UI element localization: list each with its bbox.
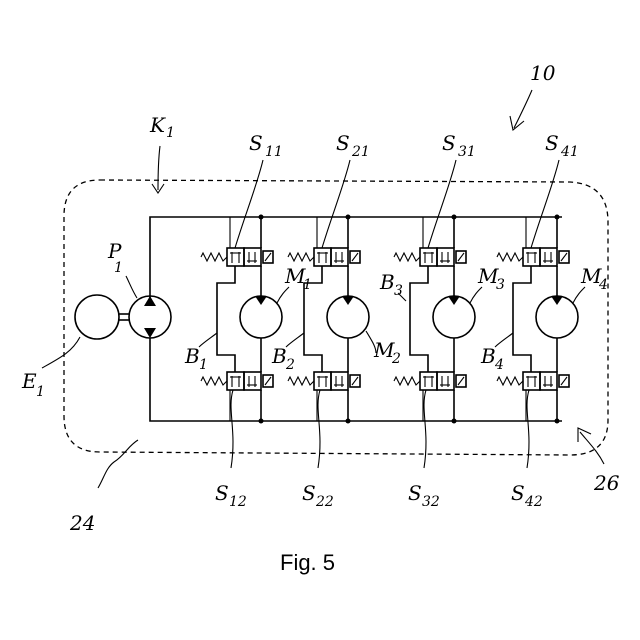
bypass-label-2: B2 [271, 333, 304, 373]
valve-bottom-2 [288, 372, 360, 390]
bypass-label-sub: 2 [285, 357, 295, 373]
bypass-line-1 [217, 266, 235, 372]
valve-bottom-label-sub: 12 [229, 494, 247, 510]
ref-26-text: 26 [593, 471, 620, 495]
system-label-text: 10 [530, 61, 556, 85]
valve-top-label-text: S [545, 131, 559, 155]
motor-label-sub: 2 [391, 351, 401, 367]
bypass-label-4: B4 [480, 333, 513, 373]
valve-bottom-label-text: S [408, 481, 422, 505]
motor-label-4: M4 [573, 264, 608, 303]
motor-column-4: S41S42M4B4 [480, 131, 608, 510]
engine-label-sub: 1 [36, 384, 45, 400]
junction-dot [346, 215, 351, 220]
motor-column-2: S21S22M2B2 [271, 131, 401, 510]
motor-column-3: S31S32M3B3 [379, 131, 505, 510]
valve-bottom-4 [497, 372, 569, 390]
valve-bottom-label-text: S [302, 481, 316, 505]
ref-26-label: 26 [578, 428, 620, 495]
pump-label-sub: 1 [114, 260, 123, 276]
junction-dot [452, 215, 457, 220]
junction-dot [555, 215, 560, 220]
pump-label: P 1 [107, 239, 137, 298]
valve-top-label-text: S [249, 131, 263, 155]
valve-bottom-label-sub: 32 [422, 494, 440, 510]
pump-symbol [129, 296, 171, 338]
junction-dot [555, 419, 560, 424]
circuit-box-label-sub: 1 [166, 125, 175, 141]
engine-symbol [75, 295, 119, 339]
junction-dot [259, 419, 264, 424]
valve-bottom-label-text: S [511, 481, 525, 505]
motor-1 [240, 296, 282, 338]
motor-label-3: M3 [470, 264, 505, 303]
valve-bottom-label-1: S12 [215, 390, 247, 510]
figure-caption: Fig. 5 [280, 550, 335, 575]
motor-label-sub: 4 [598, 277, 608, 293]
valve-top-3 [394, 248, 466, 266]
valve-top-label-sub: 21 [351, 144, 370, 160]
valve-top-label-text: S [336, 131, 350, 155]
bypass-label-text: B [184, 344, 200, 368]
shaft-coupling [119, 314, 129, 320]
valve-top-4 [497, 248, 569, 266]
bypass-label-3: B3 [379, 270, 406, 301]
engine-label-text: E [21, 369, 37, 393]
motor-label-sub: 3 [496, 277, 505, 293]
valve-top-label-sub: 31 [458, 144, 476, 160]
valve-top-label-4: S41 [531, 131, 579, 248]
bypass-line-3 [410, 266, 428, 372]
valve-bottom-label-4: S42 [511, 390, 543, 510]
circuit-box-label-text: K [149, 113, 166, 137]
circuit-box-label: K 1 [149, 113, 175, 193]
junction-dot [259, 215, 264, 220]
bypass-label-sub: 1 [199, 357, 208, 373]
motor-4 [536, 296, 578, 338]
bypass-label-text: B [271, 344, 287, 368]
valve-top-1 [201, 248, 273, 266]
bypass-label-text: B [480, 344, 496, 368]
engine-label: E 1 [21, 337, 80, 400]
valve-bottom-label-3: S32 [408, 390, 440, 510]
motor-3 [433, 296, 475, 338]
motor-2 [327, 296, 369, 338]
valve-top-label-1: S11 [235, 131, 283, 248]
valve-top-label-text: S [442, 131, 456, 155]
valve-top-label-sub: 11 [265, 144, 283, 160]
valve-top-label-2: S21 [322, 131, 370, 248]
ref-24-text: 24 [69, 511, 95, 535]
bypass-label-sub: 4 [494, 357, 504, 373]
valve-bottom-label-text: S [215, 481, 229, 505]
motor-label-2: M2 [366, 331, 401, 367]
valve-bottom-label-sub: 22 [315, 494, 334, 510]
valve-bottom-label-2: S22 [302, 390, 334, 510]
bypass-label-1: B1 [184, 333, 217, 373]
valve-bottom-3 [394, 372, 466, 390]
valve-top-label-sub: 41 [560, 144, 579, 160]
junction-dot [346, 419, 351, 424]
valve-top-label-3: S31 [428, 131, 476, 248]
junction-dot [452, 419, 457, 424]
ref-24-label: 24 [69, 440, 138, 535]
bypass-label-text: B [379, 270, 395, 294]
system-label: 10 [510, 61, 556, 130]
valve-bottom-label-sub: 42 [524, 494, 543, 510]
valve-bottom-1 [201, 372, 273, 390]
bypass-line-4 [513, 266, 531, 372]
